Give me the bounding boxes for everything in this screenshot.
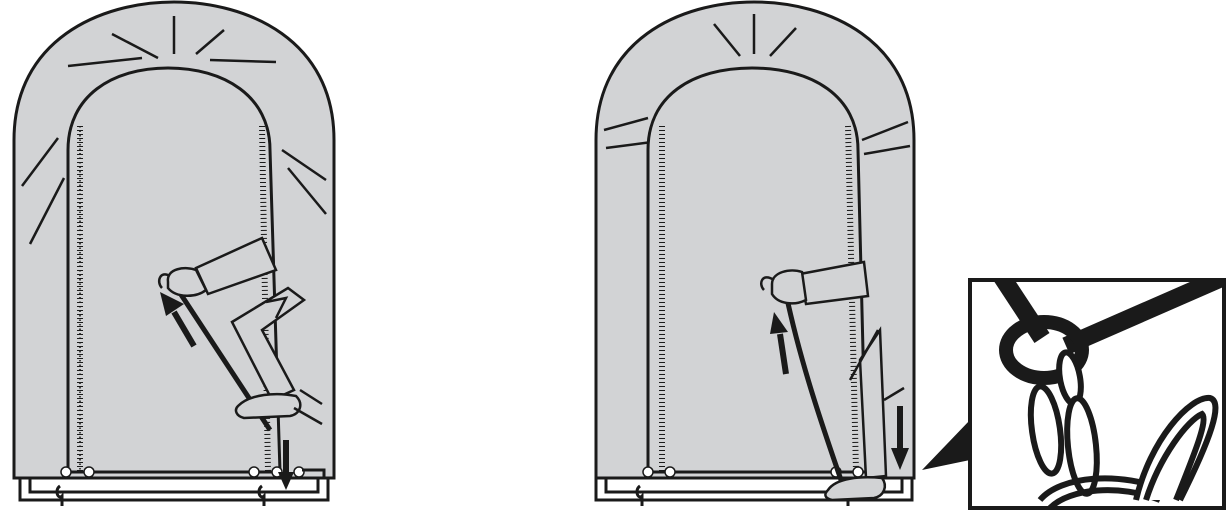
left-panel bbox=[14, 2, 334, 506]
tie-hooks bbox=[637, 486, 848, 506]
callout-pointer bbox=[922, 420, 970, 470]
tie-hooks bbox=[57, 486, 264, 506]
right-panel bbox=[596, 2, 914, 506]
base-frame bbox=[20, 478, 328, 500]
detail-inset bbox=[970, 274, 1226, 508]
